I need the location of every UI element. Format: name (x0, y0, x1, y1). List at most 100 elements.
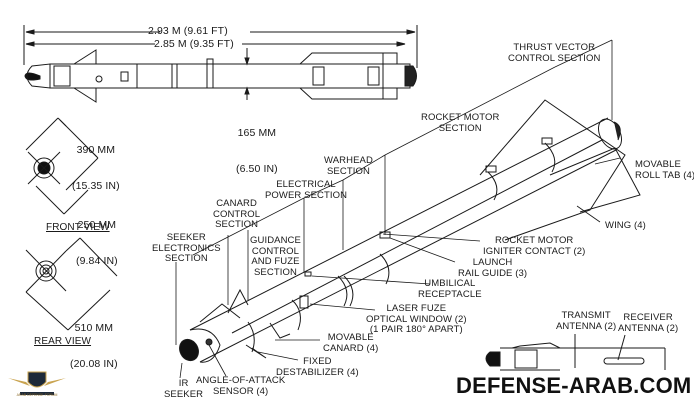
front-dim-ext (65, 157, 99, 191)
front-canard-diag (27, 151, 61, 185)
band-clamp (367, 66, 380, 86)
rear-nozzle-inner (42, 267, 50, 275)
logo-banner (20, 392, 54, 395)
watermark-logo-text: ARAB DEFENSE FORUM (16, 393, 58, 397)
wing-label: WING (4) (605, 220, 646, 231)
tvc-unit (613, 121, 621, 141)
section-ring (291, 299, 301, 331)
antenna-inset (485, 334, 666, 371)
front-dim-ext (35, 185, 65, 215)
diameter-label: 165 MM (6.50 IN) (236, 103, 278, 187)
receiver-antenna-label: RECEIVER ANTENNA (2) (618, 312, 679, 334)
arrowhead (396, 41, 406, 47)
rear-body-outline (35, 260, 57, 282)
transmit-antenna-label: TRANSMIT ANTENNA (2) (556, 310, 617, 332)
body-length-label: 2.85 M (9.35 FT) (154, 38, 234, 50)
arrowhead (25, 41, 35, 47)
aoa-leader (208, 344, 227, 377)
aoa-sensor-side (95, 75, 103, 83)
inset-canard-section (514, 349, 538, 369)
dim-power (303, 179, 344, 199)
seeker-dome (24, 72, 41, 81)
wing-upper (479, 99, 626, 241)
rail-guide-side (206, 58, 214, 65)
destabilizer (245, 344, 267, 359)
rear-nozzle (39, 264, 53, 278)
front-span-label: 390 MM (15.35 IN) (72, 120, 120, 204)
dim-warhead (342, 154, 386, 181)
arrowhead (406, 29, 416, 35)
front-body-outline (33, 157, 55, 179)
band-clamp (312, 66, 325, 86)
section-ring (379, 253, 390, 285)
rear-dim-ext (25, 291, 69, 331)
ir-seeker-dome (179, 338, 199, 362)
ir-seeker-label: IR SEEKER (164, 378, 204, 400)
laser-window-side (120, 71, 129, 82)
wing-top (299, 52, 398, 65)
igniter-leader (382, 233, 481, 242)
section-ring (337, 275, 348, 307)
band-clamp (544, 142, 556, 173)
front-view (25, 117, 99, 215)
wing-bottom (299, 87, 398, 100)
rear-dim-ext (79, 237, 118, 277)
wing-leader (576, 205, 601, 223)
roll-tab-leader (594, 157, 621, 165)
umbilical-label: UMBILICAL RECEPTACLE (418, 278, 482, 300)
front-dim-ext (63, 189, 89, 215)
rear-span-mm: 510 MM (74, 322, 114, 334)
canard-upper (227, 288, 249, 314)
dim-seeker (192, 236, 229, 256)
dim-tvc (554, 39, 613, 68)
thrust-vector-section-label: THRUST VECTOR CONTROL SECTION (508, 42, 601, 64)
front-span-mm: 390 MM (76, 144, 116, 156)
inset-seeker (485, 351, 501, 367)
guidance-section-label: GUIDANCE CONTROL AND FUZE SECTION (250, 235, 301, 278)
tvc-nozzle (404, 65, 417, 87)
canard-control-label: CANARD CONTROL SECTION (213, 198, 261, 230)
laser-leader (309, 303, 376, 311)
destabilizer-leader (257, 351, 299, 361)
aft-end (598, 118, 622, 150)
body-edge-bottom (199, 149, 617, 363)
rear-wing-diag (25, 250, 67, 293)
umbilical-leader (311, 275, 431, 285)
arrowhead (25, 29, 35, 35)
arrowhead (244, 57, 250, 66)
nose-cone (26, 63, 51, 89)
band-clamp (487, 171, 498, 201)
nose-section (189, 328, 221, 363)
front-canard-span-mm: 250 MM (77, 219, 117, 231)
canard-left (199, 303, 241, 323)
laser-fuze-label: LASER FUZE OPTICAL WINDOW (2) (1 PAIR 18… (366, 303, 467, 335)
rear-view (25, 237, 118, 331)
rear-span-in: (20.08 IN) (70, 358, 118, 370)
rear-dim-ext (67, 289, 111, 331)
forum-logo-icon (8, 371, 66, 395)
rear-view-title: REAR VIEW (34, 336, 92, 347)
logo-shield (27, 371, 47, 388)
launch-rail-guide-label: LAUNCH RAIL GUIDE (3) (458, 257, 528, 279)
dim-canard (227, 197, 305, 238)
canard-top (73, 49, 97, 65)
aoa-sensor (205, 338, 213, 346)
seeker-leader (179, 362, 183, 379)
isometric-missile (179, 99, 641, 363)
rear-span-label: 510 MM (20.08 IN) (70, 298, 118, 382)
front-canard-span-label: 250 MM (9.84 IN) (76, 195, 118, 279)
rear-wing-diag (25, 249, 67, 292)
diameter-in: (6.50 IN) (236, 163, 278, 175)
canard-bottom (73, 87, 97, 103)
front-canard-span-in: (9.84 IN) (76, 255, 118, 267)
logo-wing-right (44, 378, 66, 386)
movable-canard-label: MOVABLE CANARD (4) (323, 332, 379, 354)
section-ring (247, 321, 255, 353)
diameter-mm: 165 MM (237, 127, 277, 139)
canard-section (53, 65, 71, 87)
overall-length-label: 2.93 M (9.61 FT) (148, 25, 228, 37)
fixed-destabilizer-label: FIXED DESTABILIZER (4) (276, 356, 359, 378)
dim-arrow (59, 119, 67, 127)
dim-motor (384, 66, 556, 156)
